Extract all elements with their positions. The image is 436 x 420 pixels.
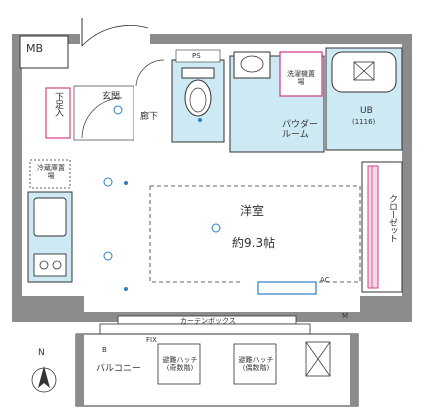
kitchen-sink: [33, 197, 67, 237]
light-fixture: [113, 105, 123, 115]
balcony-label: バルコニー: [96, 364, 141, 374]
bathtub: [331, 51, 397, 93]
hallway-floor: [134, 64, 170, 154]
shoe-storage: [45, 87, 71, 139]
hatch-even-label: 避難ハッチ(偶数階): [238, 356, 274, 372]
window: [99, 323, 311, 335]
entrance-niche: [80, 18, 150, 46]
washer-area: [279, 51, 323, 97]
mb-label: MB: [26, 42, 44, 55]
fridge-label: 冷蔵庫置場: [37, 164, 65, 180]
entrance-door-swing: [81, 25, 149, 47]
ac-unit: [257, 281, 317, 295]
powder-room-label: パウダールーム: [282, 120, 319, 140]
western-room-size: 約9.3帖: [232, 236, 276, 250]
north-compass: [31, 366, 57, 393]
western-room-outline: [149, 185, 361, 283]
ac-label: AC: [320, 276, 330, 284]
north-label: N: [38, 348, 45, 358]
hatch-even: [233, 343, 277, 385]
hatch-odd-label: 避難ハッチ(奇数階): [162, 356, 198, 372]
m-label: M: [342, 312, 349, 320]
western-room-label: 洋室: [240, 204, 265, 218]
toilet-tank: [181, 67, 215, 79]
b-label: B: [102, 346, 107, 354]
mb-box: [19, 35, 69, 69]
closet-label: クローゼット: [387, 194, 397, 242]
stove: [33, 253, 67, 277]
entrance-label: 玄関: [102, 92, 121, 102]
unit-bath-size: (1116): [352, 118, 376, 126]
shoe-storage-label: 下足入: [53, 92, 63, 116]
light-fixture: [103, 177, 113, 187]
hallway-label: 廊下: [140, 112, 159, 122]
fix-label: FIX: [146, 336, 157, 344]
light-fixture: [103, 251, 113, 261]
curtain-box-label: カーテンボックス: [180, 317, 236, 325]
toilet-bowl: [184, 79, 212, 117]
unit-bath-label: UB: [360, 106, 373, 116]
ceiling-light: [211, 223, 221, 233]
washer-label: 洗濯機置場: [287, 70, 315, 86]
ps-shaft: [175, 49, 221, 63]
fridge-area: [29, 159, 71, 189]
hatch-odd: [157, 343, 201, 385]
ps-label: PS: [192, 52, 201, 60]
